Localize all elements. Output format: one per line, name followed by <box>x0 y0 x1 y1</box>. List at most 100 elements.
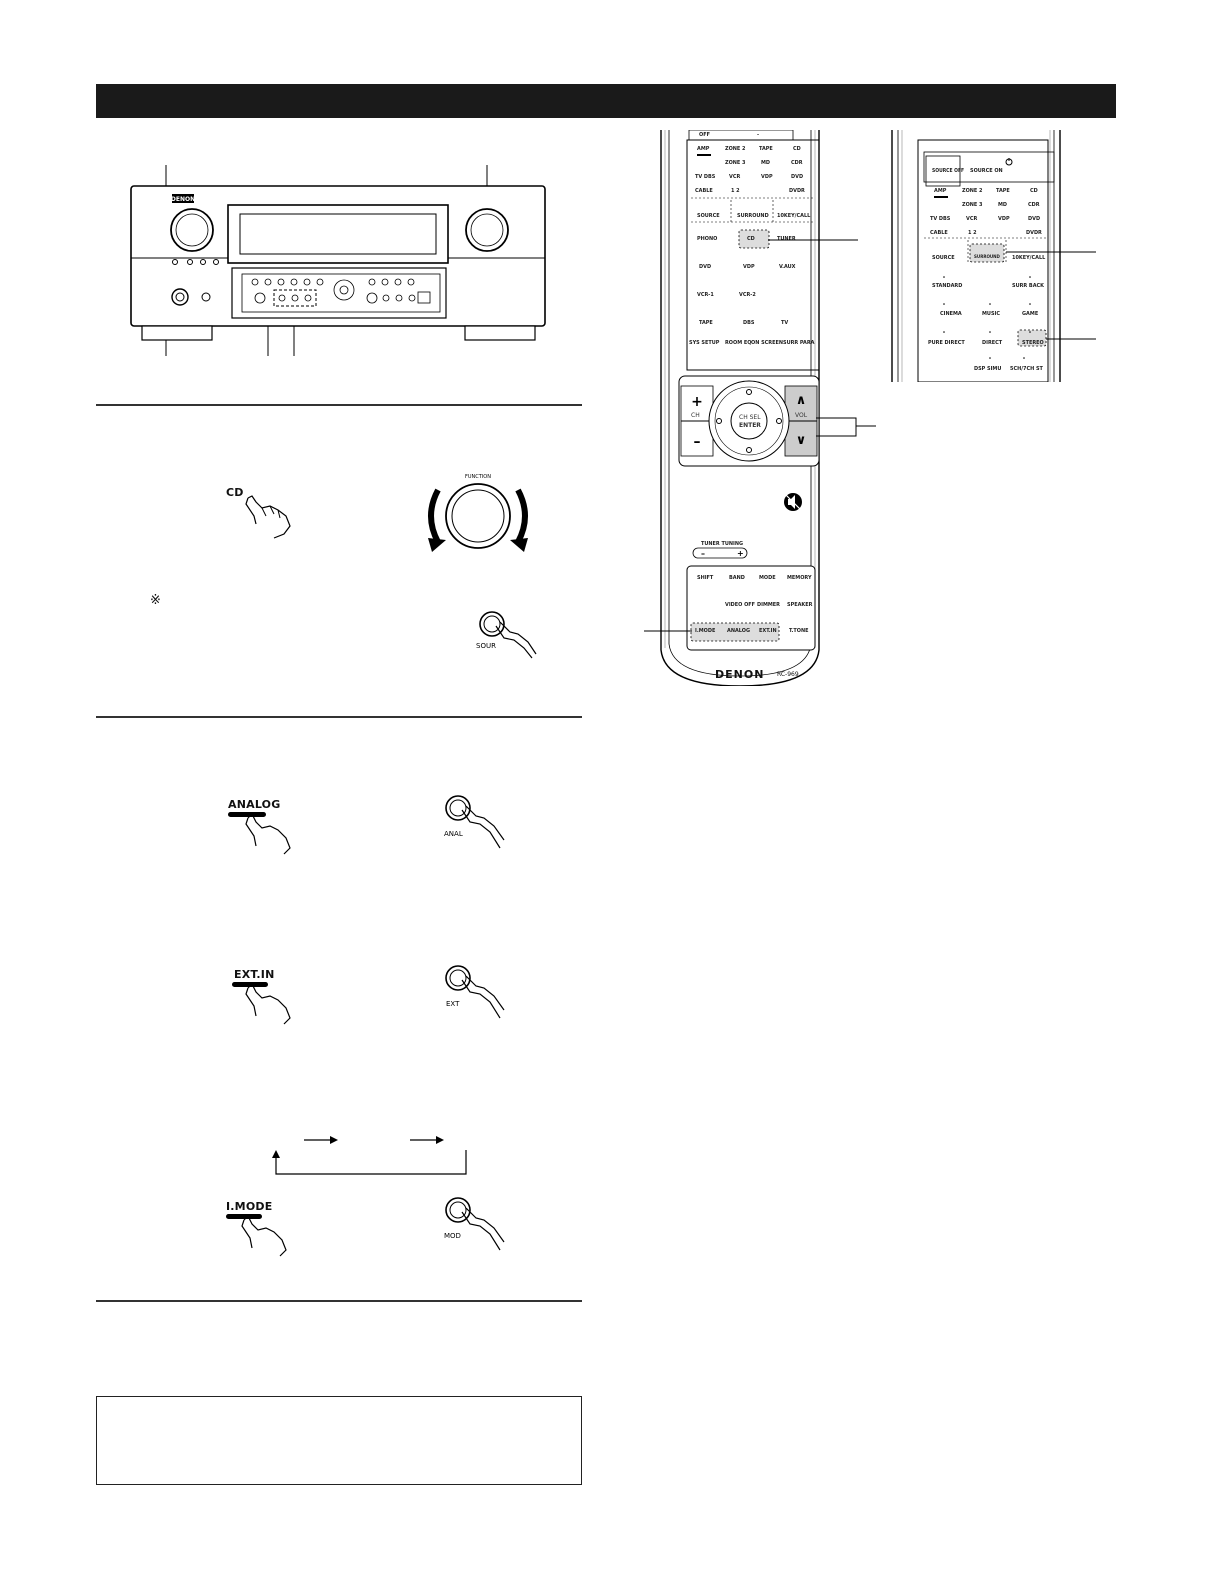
remote2-btn-music[interactable]: MUSIC <box>982 311 1000 317</box>
remote2-btn-cdr[interactable]: CDR <box>1028 202 1040 208</box>
remote1-btn-source[interactable]: SOURCE <box>697 213 720 219</box>
remote2-btn-tape[interactable]: TAPE <box>996 188 1010 194</box>
remote1-btn-tv[interactable]: TV <box>781 320 789 326</box>
remote2-btn-5ch7chst[interactable]: 5CH/7CH ST <box>1010 366 1043 372</box>
remote1-chsel-label[interactable]: CH SEL <box>739 414 761 421</box>
remote1-btn-cdr[interactable]: CDR <box>791 160 803 166</box>
remote1-ch-label: CH <box>691 412 700 419</box>
remote1-btn-zone3[interactable]: ZONE 3 <box>725 160 746 166</box>
remote-body-outline: + – ∧ ∨ – + <box>660 130 820 686</box>
remote1-btn-12[interactable]: 1 2 <box>731 188 740 194</box>
source-knob-label: SOUR <box>476 642 496 650</box>
remote2-btn-vcr[interactable]: VCR <box>966 216 978 222</box>
remote1-btn-onscreen[interactable]: ON SCREEN <box>751 340 783 346</box>
remote1-btn-vaux[interactable]: V.AUX <box>779 264 796 270</box>
remote1-btn-dvdr[interactable]: DVDR <box>789 188 805 194</box>
remote1-btn-vcr[interactable]: VCR <box>729 174 741 180</box>
remote1-btn-surrpara[interactable]: SURR PARA <box>783 340 815 346</box>
extin-button-press-icon: EXT <box>445 965 505 1019</box>
remote2-btn-stereo[interactable]: STEREO <box>1022 340 1044 346</box>
remote1-amp-bar <box>697 154 711 156</box>
remote1-btn-phono[interactable]: PHONO <box>697 236 718 242</box>
remote2-btn-cable[interactable]: CABLE <box>930 230 948 236</box>
remote2-btn-puredirect[interactable]: PURE DIRECT <box>928 340 965 346</box>
remote1-btn-ttone[interactable]: T.TONE <box>789 628 809 634</box>
remote2-btn-md[interactable]: MD <box>998 202 1008 208</box>
note-symbol: ※ <box>150 593 161 608</box>
remote1-callout-lines <box>644 239 876 632</box>
remote1-btn-dvd-input[interactable]: DVD <box>699 264 712 270</box>
remote1-btn-vcr1[interactable]: VCR-1 <box>697 292 714 298</box>
input-mode-cycle-diagram <box>272 1136 467 1175</box>
remote1-btn-band[interactable]: BAND <box>729 575 745 581</box>
remote2-body-outline <box>891 130 1061 382</box>
remote1-btn-tape-input[interactable]: TAPE <box>699 320 713 326</box>
svg-text:–: – <box>694 434 701 450</box>
remote2-btn-source[interactable]: SOURCE <box>932 255 955 261</box>
remote1-btn-zone2[interactable]: ZONE 2 <box>725 146 746 152</box>
remote2-btn-cd[interactable]: CD <box>1030 188 1038 194</box>
remote1-vol-label: VOL <box>795 412 808 419</box>
cd-label: CD <box>226 486 244 499</box>
remote1-btn-amp[interactable]: AMP <box>697 146 710 152</box>
remote2-btn-standard[interactable]: STANDARD <box>932 283 963 289</box>
remote2-btn-12[interactable]: 1 2 <box>968 230 977 236</box>
remote2-btn-amp[interactable]: AMP <box>934 188 947 194</box>
remote1-btn-roomeq[interactable]: ROOM EQ <box>725 340 752 346</box>
remote2-btn-direct[interactable]: DIRECT <box>982 340 1003 346</box>
remote1-btn-videooff[interactable]: VIDEO OFF <box>725 602 756 608</box>
remote1-btn-dvd[interactable]: DVD <box>791 174 804 180</box>
svg-text:–: – <box>701 549 705 558</box>
remote1-btn-dimmer[interactable]: DIMMER <box>757 602 780 608</box>
remote1-btn-tuner[interactable]: TUNER <box>777 236 796 242</box>
remote2-btn-tvdbs[interactable]: TV DBS <box>930 216 951 222</box>
remote1-btn-imode[interactable]: I.MODE <box>695 628 716 634</box>
remote2-btn-dspsimu[interactable]: DSP SIMU <box>974 366 1002 372</box>
remote2-btn-surrback[interactable]: SURR BACK <box>1012 283 1044 289</box>
remote2-btn-dvd[interactable]: DVD <box>1028 216 1041 222</box>
remote1-enter-label[interactable]: ENTER <box>739 422 761 429</box>
remote2-btn-zone3[interactable]: ZONE 3 <box>962 202 983 208</box>
remote1-brand: DENON <box>715 668 765 681</box>
remote1-btn-cd[interactable]: CD <box>793 146 801 152</box>
remote1-off-label[interactable]: OFF <box>699 132 710 138</box>
remote1-btn-extin[interactable]: EXT.IN <box>759 628 777 634</box>
remote1-btn-cd-input[interactable]: CD <box>747 236 755 242</box>
press-imode-hand-icon <box>226 1214 287 1257</box>
remote2-btn-dvdr[interactable]: DVDR <box>1026 230 1042 236</box>
divider <box>96 1300 582 1302</box>
remote1-btn-cable[interactable]: CABLE <box>695 188 713 194</box>
remote1-btn-mode[interactable]: MODE <box>759 575 776 581</box>
source-button-press-icon: SOUR <box>476 611 537 659</box>
remote2-amp-bar <box>934 196 948 198</box>
remote2-tab-source-off[interactable]: SOURCE OFF <box>932 168 965 174</box>
remote1-btn-speaker[interactable]: SPEAKER <box>787 602 813 608</box>
remote1-btn-vcr2[interactable]: VCR-2 <box>739 292 756 298</box>
remote1-btn-10key[interactable]: 10KEY/CALL <box>777 213 811 219</box>
remote1-btn-tvdbs[interactable]: TV DBS <box>695 174 716 180</box>
remote1-btn-surround[interactable]: SURROUND <box>737 213 769 219</box>
remote1-btn-syssetup[interactable]: SYS SETUP <box>689 340 720 346</box>
remote2-callout-lines <box>1006 251 1096 340</box>
remote2-btn-10key[interactable]: 10KEY/CALL <box>1012 255 1046 261</box>
svg-text:+: + <box>737 549 744 558</box>
remote1-btn-vdp[interactable]: VDP <box>761 174 773 180</box>
function-label: FUNCTION <box>465 474 491 480</box>
remote2-btn-surround[interactable]: SURROUND <box>974 255 1000 260</box>
remote1-btn-vdp-input[interactable]: VDP <box>743 264 755 270</box>
remote1-btn-memory[interactable]: MEMORY <box>787 575 812 581</box>
remote2-tab-source-on[interactable]: SOURCE ON <box>970 168 1003 174</box>
divider <box>96 716 582 718</box>
remote1-btn-dbs[interactable]: DBS <box>743 320 755 326</box>
remote1-btn-analog[interactable]: ANALOG <box>727 628 751 634</box>
remote2-btn-cinema[interactable]: CINEMA <box>940 311 962 317</box>
remote2-btn-game[interactable]: GAME <box>1022 311 1039 317</box>
remote-control-rc969: + – ∧ ∨ – + OFF - AMP ZONE 2 TAPE CD ZON… <box>655 130 825 686</box>
remote1-model: RC-969 <box>777 671 799 678</box>
remote2-btn-zone2[interactable]: ZONE 2 <box>962 188 983 194</box>
remote1-btn-md[interactable]: MD <box>761 160 771 166</box>
remote1-btn-shift[interactable]: SHIFT <box>697 575 714 581</box>
remote1-btn-tape[interactable]: TAPE <box>759 146 773 152</box>
extin-label: EXT.IN <box>234 968 275 981</box>
remote2-btn-vdp[interactable]: VDP <box>998 216 1010 222</box>
